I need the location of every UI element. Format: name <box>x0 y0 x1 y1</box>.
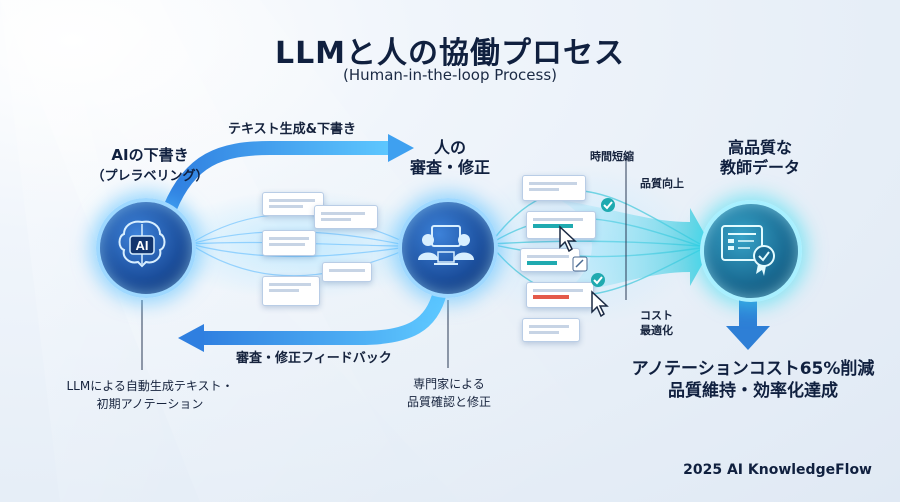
data-stage-title-line2: 教師データ <box>719 158 800 177</box>
review-desc-line1: 専門家による <box>413 377 485 391</box>
ai-desc-line1: LLMによる自動生成テキスト・ <box>66 379 234 393</box>
ai-stage-circle: AI <box>96 198 196 298</box>
certificate-icon <box>721 225 775 276</box>
people-review-icon <box>418 225 474 265</box>
review-desc-line2: 品質確認と修正 <box>406 395 491 409</box>
feedback-arrow-label: 審査・修正フィードバック <box>236 351 392 366</box>
review-card <box>526 282 594 308</box>
content-card <box>314 205 378 229</box>
review-card <box>522 175 586 201</box>
benefit-cost-line2: 最適化 <box>640 324 673 337</box>
content-card <box>262 230 316 256</box>
ai-desc-line2: 初期アノテーション <box>96 397 204 411</box>
brain-icon: AI <box>118 220 166 268</box>
review-stage-description: 専門家による 品質確認と修正 <box>374 375 524 411</box>
review-card <box>520 248 580 272</box>
review-stage-title-line2: 審査・修正 <box>409 158 490 177</box>
checkmark-icon <box>591 273 605 287</box>
checkmark-icon <box>601 198 615 212</box>
cursor-icon <box>559 225 577 253</box>
result-cost-reduction: アノテーションコスト65%削減 <box>631 359 875 379</box>
review-stage-circle <box>398 198 498 298</box>
review-stage-title-line1: 人の <box>433 138 466 157</box>
result-quality-efficiency: 品質維持・効率化達成 <box>668 381 838 401</box>
page-subtitle: (Human-in-the-loop Process) <box>342 66 558 84</box>
data-stage-title: 高品質な 教師データ <box>690 138 830 178</box>
review-card <box>522 318 580 342</box>
benefit-cost-line1: コスト <box>640 309 673 322</box>
data-stage-circle <box>700 200 802 302</box>
content-card <box>262 192 324 216</box>
data-stage-title-line1: 高品質な <box>727 138 792 157</box>
benefit-cost: コスト 最適化 <box>640 308 690 338</box>
ai-stage-description: LLMによる自動生成テキスト・ 初期アノテーション <box>50 377 250 413</box>
ai-stage-subtitle: （プレラベリング） <box>91 169 209 184</box>
generation-arrow-label: テキスト生成&下書き <box>228 122 356 137</box>
page-title: LLMと人の協働プロセス <box>274 36 626 71</box>
review-stage-title: 人の 審査・修正 <box>390 138 510 178</box>
ai-stage-title: AIの下書き <box>111 146 189 164</box>
content-card <box>322 262 372 282</box>
ai-chip-label: AI <box>136 238 149 253</box>
cursor-icon <box>591 290 609 318</box>
benefit-quality: 品質向上 <box>640 177 684 190</box>
benefit-time: 時間短縮 <box>590 150 634 163</box>
edit-icon <box>572 256 588 272</box>
footer-credit: 2025 AI KnowledgeFlow <box>683 462 872 478</box>
content-card <box>262 276 320 306</box>
